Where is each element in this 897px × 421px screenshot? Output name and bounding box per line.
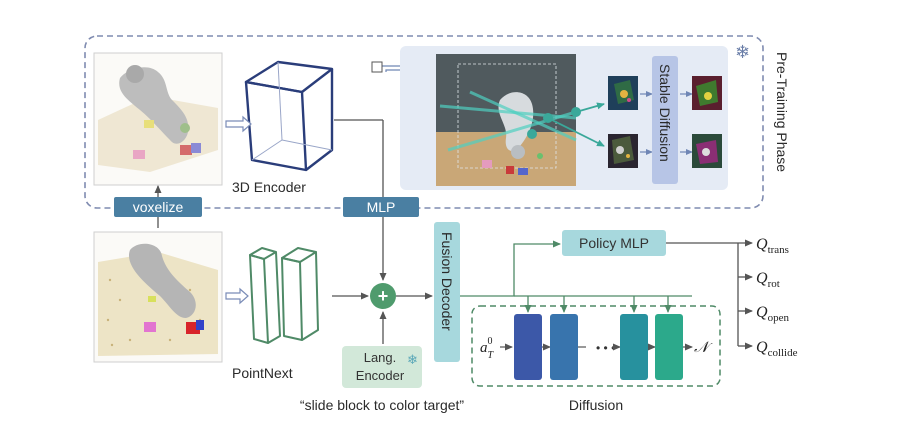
hollow-arrow-icon: [225, 115, 252, 133]
svg-text:Lang.: Lang.: [364, 350, 397, 365]
diffusion-ellipsis: • • •: [596, 341, 615, 355]
encoder-3d-shape: [244, 60, 334, 172]
rendered-view-image: [608, 134, 638, 168]
rendering-panel: [400, 46, 728, 190]
svg-text:Qopen: Qopen: [756, 304, 789, 324]
diffusion-region: [471, 305, 721, 387]
noise-symbol: 𝒩: [694, 340, 713, 356]
voxelize-box: voxelize: [114, 197, 202, 217]
output-q-collide: Qcollide: [756, 339, 798, 359]
hollow-arrow-icon: [225, 287, 249, 305]
mlp-box: MLP: [343, 197, 419, 217]
diffusion-step-block: [514, 314, 542, 380]
fusion-add-node: +: [370, 283, 396, 309]
diffusion-label: Diffusion: [569, 397, 623, 413]
diffusion-step-block: [620, 314, 648, 380]
pretraining-phase-label: Pre-Training Phase: [774, 52, 790, 172]
svg-text:Qrot: Qrot: [756, 270, 780, 290]
voxel-scene-image: [93, 52, 223, 186]
pointcloud-image: [93, 231, 223, 363]
instruction-text: “slide block to color target”: [300, 397, 465, 413]
generated-image: [692, 76, 722, 110]
lang-encoder-box: Lang. Encoder: [342, 346, 422, 388]
pointnext-label: PointNext: [232, 365, 293, 381]
encoder-3d-label: 3D Encoder: [232, 179, 306, 195]
pointnext-shape: [249, 247, 319, 344]
svg-text:Qtrans: Qtrans: [756, 236, 789, 256]
generated-image: [692, 134, 722, 168]
svg-text:Pre-Training Phase: Pre-Training Phase: [774, 52, 790, 172]
policy-mlp-box: Policy MLP: [562, 230, 666, 256]
stable-diffusion-box: Stable Diffusion: [652, 56, 678, 184]
diffusion-step-block: [550, 314, 578, 380]
fusion-decoder-box: Fusion Decoder: [434, 222, 460, 362]
svg-text:❄: ❄: [735, 42, 750, 62]
output-q-rot: Qrot: [756, 270, 780, 290]
rendered-view-image: [608, 76, 638, 110]
svg-text:Stable Diffusion: Stable Diffusion: [657, 64, 673, 162]
svg-text:a0T: a0T: [480, 336, 495, 361]
svg-text:❄: ❄: [407, 352, 418, 367]
svg-text:MLP: MLP: [367, 199, 396, 215]
svg-text:Policy MLP: Policy MLP: [579, 235, 649, 251]
output-q-trans: Qtrans: [756, 236, 789, 256]
snowflake-icon: ❄: [735, 42, 750, 62]
output-q-open: Qopen: [756, 304, 789, 324]
snowflake-icon: ❄: [407, 352, 418, 367]
svg-text:Fusion Decoder: Fusion Decoder: [439, 232, 455, 331]
svg-text:+: +: [378, 286, 389, 306]
svg-text:Encoder: Encoder: [356, 368, 405, 383]
svg-text:Qcollide: Qcollide: [756, 339, 798, 359]
svg-text:voxelize: voxelize: [133, 199, 184, 215]
diffusion-step-block: [655, 314, 683, 380]
